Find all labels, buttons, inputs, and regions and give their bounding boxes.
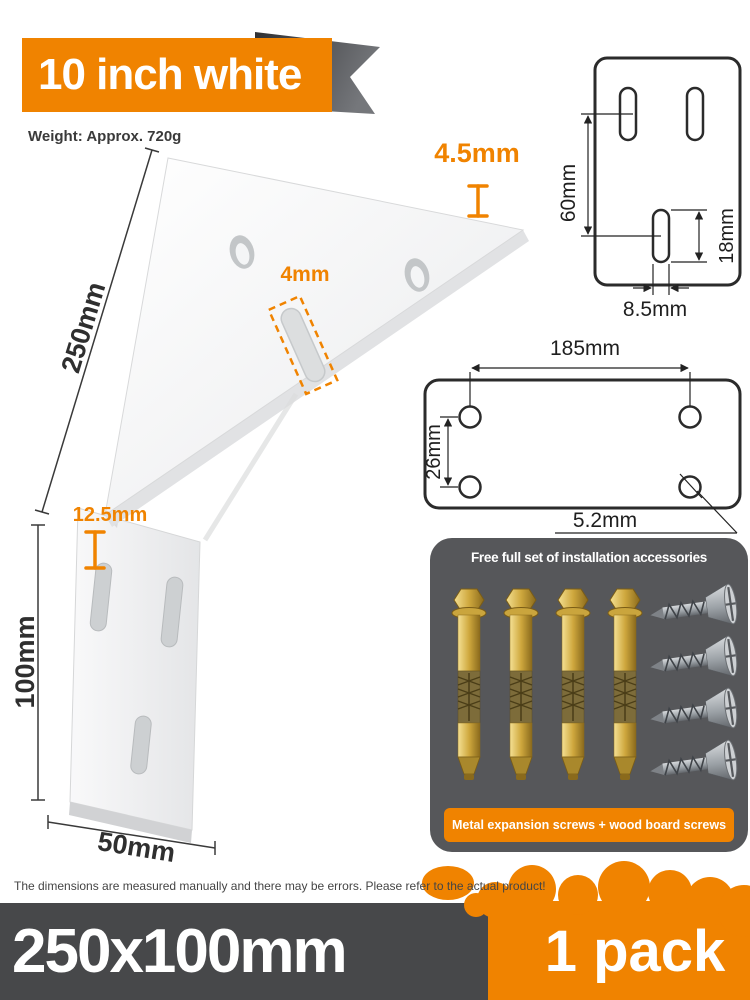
dimension-lines: [581, 113, 707, 295]
dim-slot-width: 4mm: [280, 263, 329, 286]
slot-highlight-dashed-box: [267, 294, 339, 396]
wood-screw-icon: [646, 634, 740, 689]
wood-screw-icon: [646, 582, 740, 637]
weight-label: Weight: Approx. 720g: [28, 128, 182, 145]
expansion-anchor-icon: [555, 588, 591, 781]
thickness-markers: [84, 184, 489, 570]
dimension-lines: [31, 147, 216, 855]
expansion-anchor-icon: [503, 588, 539, 781]
accessories-title: Free full set of installation accessorie…: [470, 550, 708, 565]
title-banner: 10 inch white: [22, 38, 332, 112]
dim-hole-gap: 26mm: [423, 424, 445, 480]
dim-leg-height: 100mm: [10, 615, 40, 708]
dim-plate-height: 60mm: [557, 164, 580, 222]
dim-hole-diameter: 5.2mm: [573, 509, 637, 532]
dim-thickness: 4.5mm: [434, 140, 520, 168]
dim-plate-slot-width: 8.5mm: [623, 298, 687, 321]
countersunk-hole: [229, 235, 255, 269]
expansion-anchor-icon: [607, 588, 643, 781]
dim-hole-span: 185mm: [550, 337, 620, 360]
pack-count-label: 1 pack: [544, 919, 726, 984]
accessories-caption: Metal expansion screws + wood board scre…: [444, 808, 734, 842]
bracket-triangle-plate: [104, 157, 529, 542]
bracket-illustration: 250mm 100mm 50mm 4.5mm 4mm 12.5mm: [10, 140, 529, 868]
wood-screw-icon: [646, 686, 740, 741]
wood-screw-icon: [646, 738, 740, 793]
product-title: 10 inch white: [38, 50, 302, 99]
base-plate-drawing: 185mm 26mm 5.2mm: [423, 337, 742, 534]
accessories-panel: Free full set of installation accessorie…: [430, 538, 748, 852]
countersunk-hole: [404, 258, 430, 292]
hardware-illustration: [451, 582, 740, 793]
dim-plate-slot-length: 18mm: [716, 208, 738, 264]
dim-slot-offset: 12.5mm: [73, 504, 148, 526]
disclaimer-text: The dimensions are measured manually and…: [14, 879, 546, 893]
center-slot: [280, 307, 326, 383]
vertical-plate-drawing: 60mm 18mm 8.5mm: [557, 56, 742, 321]
expansion-anchor-icon: [451, 588, 487, 781]
dimension-lines: [440, 363, 738, 534]
bracket-leg: [69, 507, 201, 843]
orange-splash-decoration: [422, 861, 750, 1000]
dim-edge-length: 250mm: [55, 278, 111, 376]
size-label: 250x100mm: [12, 917, 348, 986]
